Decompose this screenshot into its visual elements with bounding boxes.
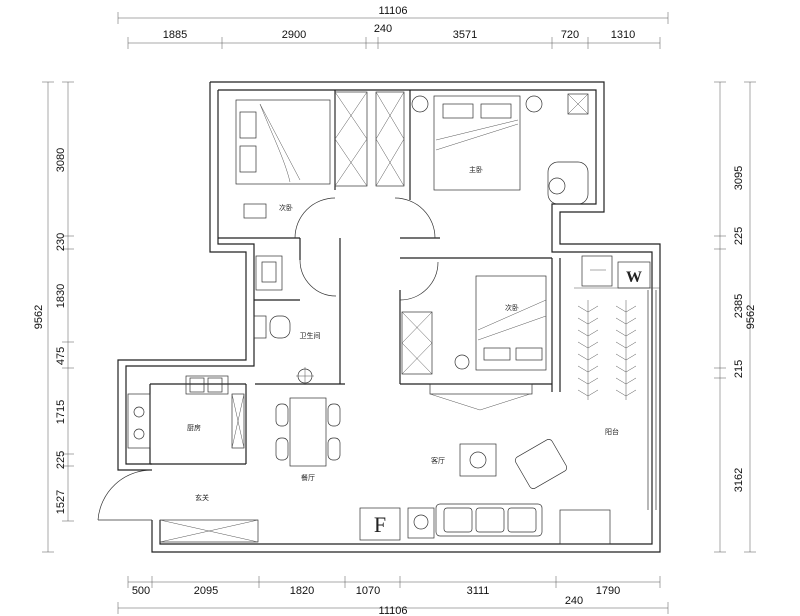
top-dim-4: 1310: [611, 29, 635, 41]
top-dim-1: 2900: [282, 29, 306, 41]
left-dim-0: 3080: [55, 148, 67, 172]
bottom-dim-3: 1070: [356, 585, 380, 597]
right-total-dim: 9562: [745, 305, 757, 329]
right-dim-4: 3162: [733, 468, 745, 492]
left-dim-2: 1830: [55, 284, 67, 308]
bottom-dim-small: 240: [565, 595, 583, 607]
doors: [97, 197, 439, 521]
room-label-kitchen: 厨房: [187, 423, 201, 432]
fridge-letter: F: [374, 512, 386, 537]
left-total-dim: 9562: [33, 305, 45, 329]
room-label-secondary-bedroom-1: 次卧: [279, 203, 293, 212]
top-dimensions: 11106 240 1885 2900 3571 720 1310: [117, 5, 669, 49]
left-dim-3: 475: [55, 347, 67, 365]
master-bedroom-furniture: [375, 91, 589, 205]
room-label-dining-room: 餐厅: [301, 473, 315, 482]
top-dim-3: 720: [561, 29, 579, 41]
right-dim-1: 225: [733, 227, 745, 245]
bathroom-furniture: [253, 255, 314, 385]
room-label-balcony: 阳台: [605, 427, 619, 436]
left-dim-6: 1527: [55, 490, 67, 514]
bottom-total-dim: 11106: [379, 605, 408, 616]
bedroom-2-furniture: [401, 275, 547, 411]
right-dim-3: 215: [733, 360, 745, 378]
room-label-secondary-bedroom-2: 次卧: [505, 303, 519, 312]
bottom-dimensions: 500 2095 1820 1070 3111 1790 240 11106: [117, 576, 669, 616]
washer-symbol: W: [617, 261, 651, 289]
bottom-dim-1: 2095: [194, 585, 218, 597]
top-dim-small: 240: [374, 23, 392, 35]
bottom-dim-5: 1790: [596, 585, 620, 597]
bedroom-1-furniture: [235, 91, 368, 219]
bottom-dim-2: 1820: [290, 585, 314, 597]
left-dim-4: 1715: [55, 400, 67, 424]
left-dimensions: 9562 3080 230 1830 475 1715 225 1527: [33, 81, 74, 553]
right-dim-0: 3095: [733, 166, 745, 190]
balcony-furniture: [574, 255, 660, 400]
walls: [117, 81, 661, 553]
fridge-symbol: F: [359, 507, 401, 541]
room-label-living-room: 客厅: [431, 456, 445, 465]
room-label-master-bedroom: 主卧: [469, 165, 483, 174]
kitchen-furniture: [127, 375, 245, 449]
left-dim-1: 230: [55, 233, 67, 251]
washer-letter: W: [626, 269, 642, 286]
bottom-dim-0: 500: [132, 585, 150, 597]
top-total-dim: 11106: [379, 5, 408, 17]
living-furniture: [159, 439, 568, 543]
bottom-dim-4: 3111: [467, 585, 490, 597]
right-dim-2: 2385: [733, 294, 745, 318]
top-dim-0: 1885: [163, 29, 187, 41]
room-labels: 次卧 主卧 次卧 卫生间 厨房 餐厅 客厅 阳台 玄关: [187, 165, 619, 502]
room-label-entrance: 玄关: [195, 493, 209, 502]
top-dim-2: 3571: [453, 29, 477, 41]
left-dim-5: 225: [55, 451, 67, 469]
room-label-bathroom: 卫生间: [300, 331, 321, 340]
dining-furniture: [275, 397, 341, 467]
right-dimensions: 3095 225 2385 215 3162 9562: [714, 81, 757, 553]
